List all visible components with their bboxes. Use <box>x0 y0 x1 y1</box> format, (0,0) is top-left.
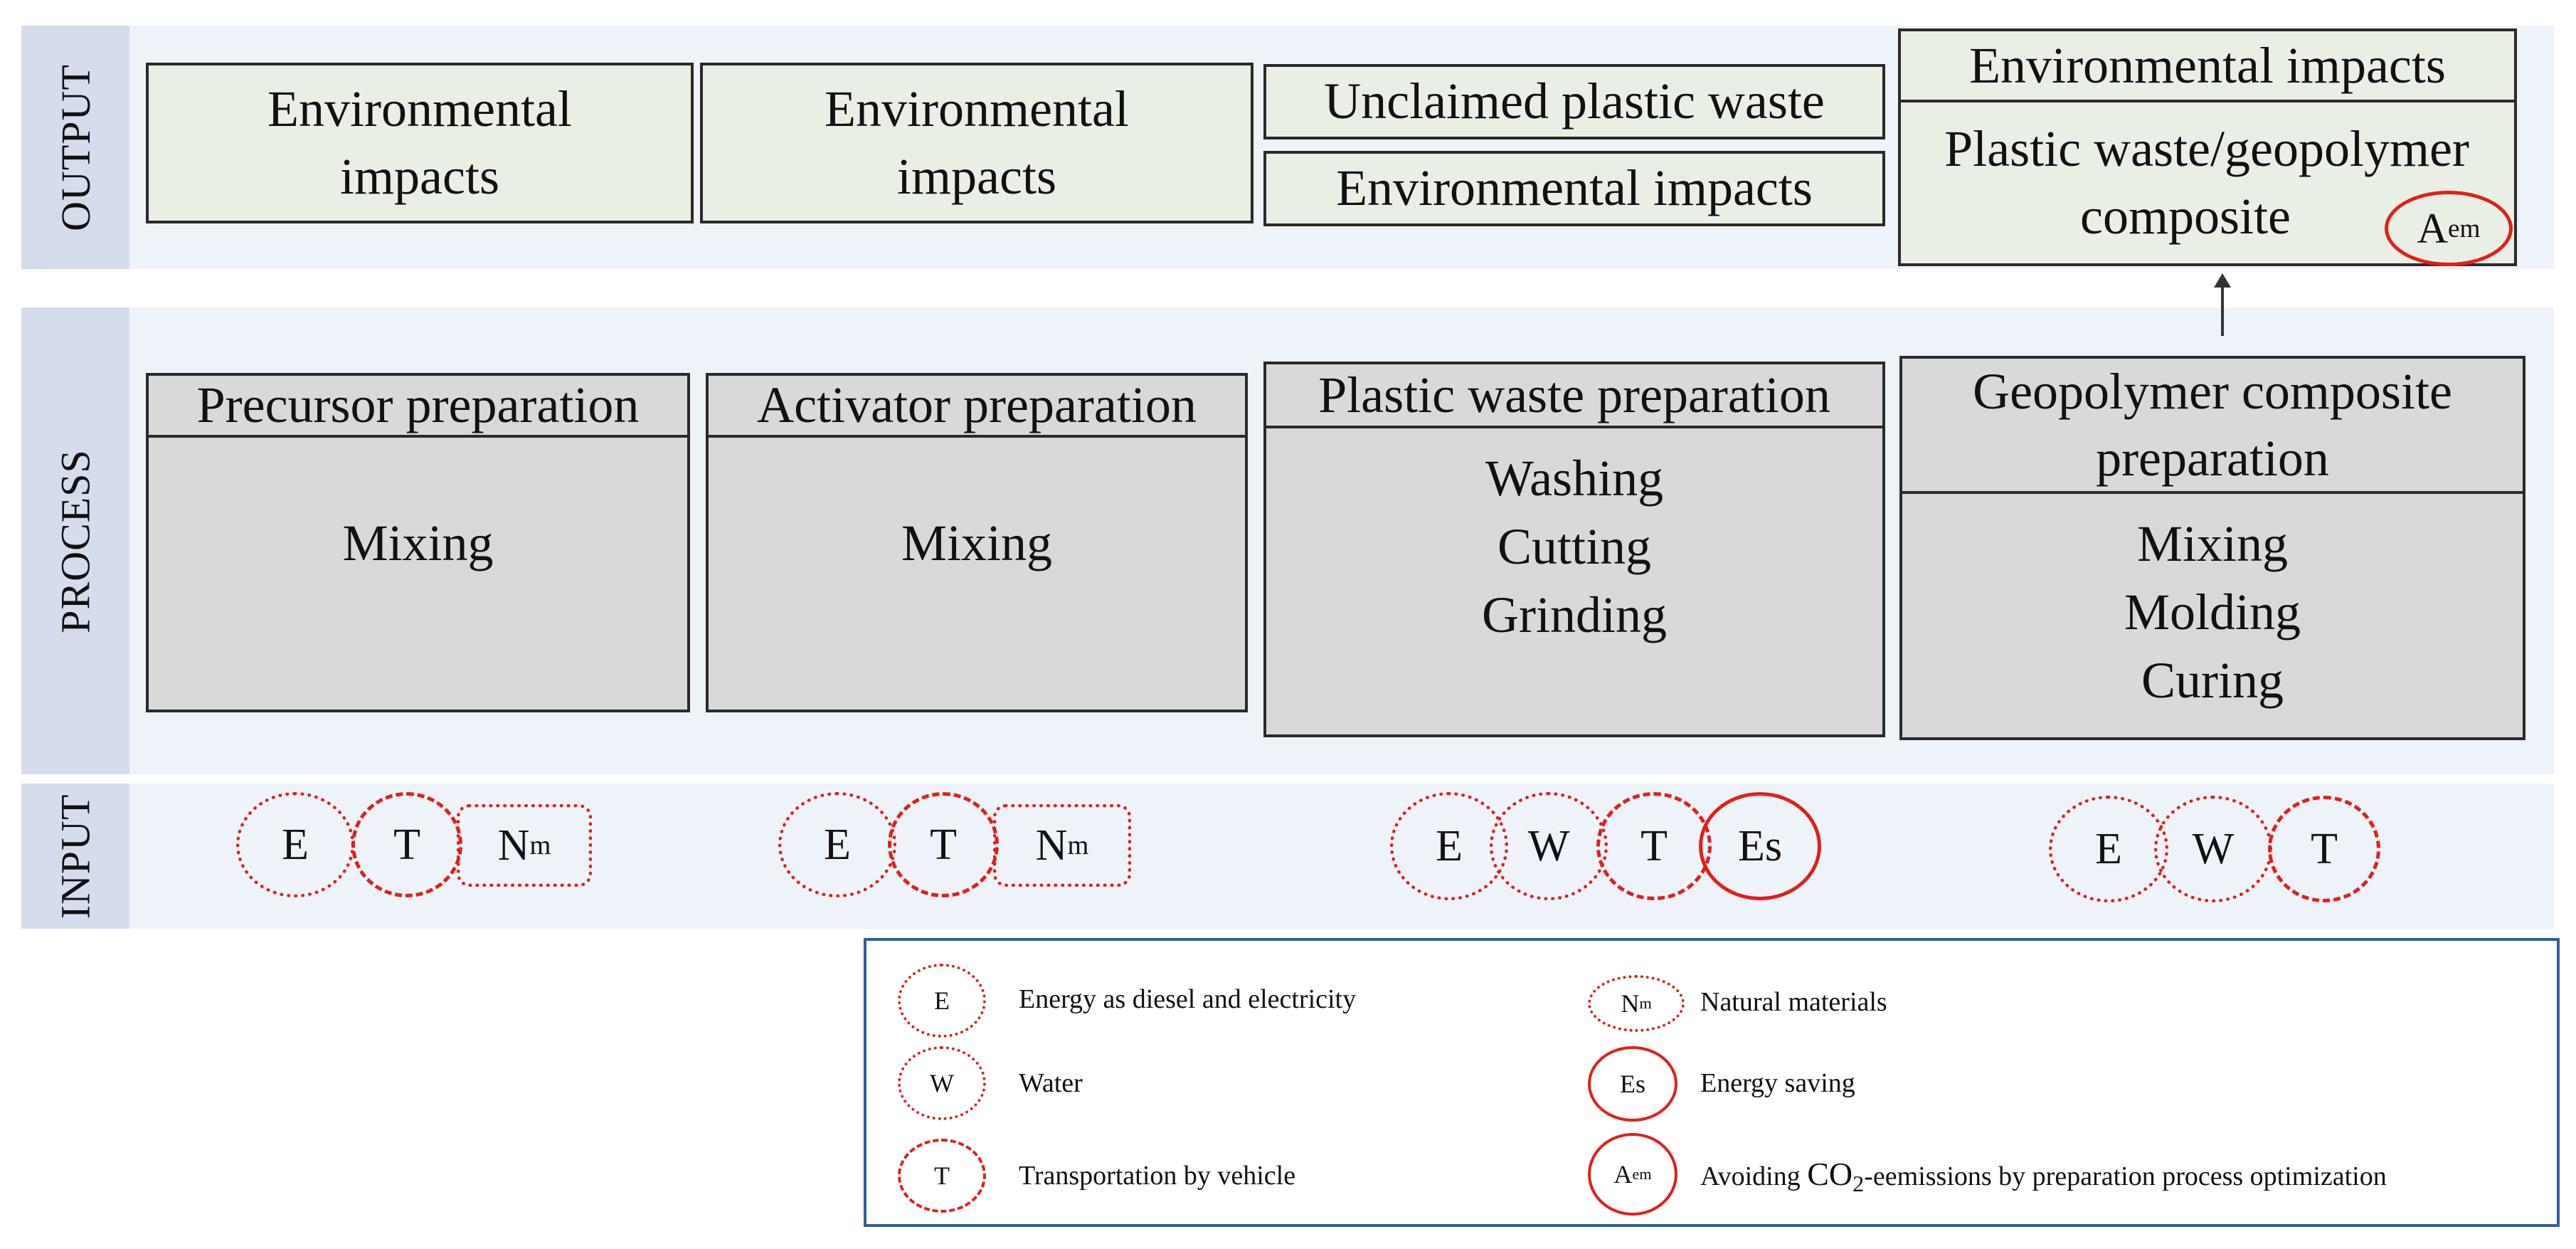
process-steps-plastic-waste: Washing Cutting Grinding <box>1263 426 1885 737</box>
process-title-composite: Geopolymer composite preparation <box>1899 356 2525 495</box>
output-text-line: Environmental <box>267 80 572 137</box>
input-water-symbol: W <box>2154 796 2272 902</box>
input-water-symbol: W <box>1490 792 1608 900</box>
process-step: Grinding <box>1482 586 1667 643</box>
legend-natural-materials-label: Natural materials <box>1700 987 1887 1017</box>
process-label-text: PROCESS <box>52 448 99 633</box>
process-step: Cutting <box>1497 518 1652 575</box>
process-step: Curing <box>2141 652 2284 709</box>
process-title-activator: Activator preparation <box>706 373 1248 438</box>
legend-energy-label: Energy as diesel and electricity <box>1019 984 1357 1014</box>
input-transport-symbol: T <box>888 792 999 897</box>
process-step: Washing <box>1485 450 1664 507</box>
input-transport-symbol: T <box>351 792 462 897</box>
output-box-composite-env-impacts: Environmental impacts <box>1898 28 2517 104</box>
legend-energy-symbol: E <box>898 964 986 1038</box>
process-title-precursor: Precursor preparation <box>146 373 690 438</box>
process-steps-composite: Mixing Molding Curing <box>1899 491 2525 740</box>
legend-energy-saving-label: Energy saving <box>1700 1068 1855 1098</box>
process-row-label: PROCESS <box>21 307 129 774</box>
output-row-label: OUTPUT <box>21 26 129 269</box>
legend-transport-label: Transportation by vehicle <box>1019 1161 1296 1191</box>
output-text-line: composite <box>2080 188 2291 245</box>
output-text-line: impacts <box>897 148 1056 205</box>
input-energy-symbol: E <box>2049 796 2168 902</box>
output-text: Environmental impacts <box>1969 37 2446 95</box>
legend-box: E Energy as diesel and electricity W Wat… <box>864 938 2560 1227</box>
process-step: Mixing <box>2136 515 2289 572</box>
output-text-line: Environmental <box>825 80 1129 137</box>
output-text-line: Plastic waste/geopolymer <box>1944 120 2469 177</box>
output-box-plastic-env-impacts: Environmental impacts <box>1263 151 1885 226</box>
input-transport-symbol: T <box>1596 792 1712 900</box>
legend-energy-saving-symbol: Es <box>1588 1046 1677 1122</box>
output-text-line: impacts <box>340 148 499 205</box>
output-label-text: OUTPUT <box>52 63 99 231</box>
input-energy-symbol: E <box>778 792 896 897</box>
process-step: Mixing <box>342 515 494 571</box>
process-steps-activator: Mixing <box>706 435 1248 712</box>
output-box-activator: Environmental impacts <box>700 63 1253 223</box>
input-energy-saving-symbol: Es <box>1699 792 1821 900</box>
up-arrow-icon <box>2214 273 2231 336</box>
process-title-plastic-waste: Plastic waste preparation <box>1263 362 1885 430</box>
input-transport-symbol: T <box>2268 796 2380 902</box>
process-step: Mixing <box>901 515 1053 571</box>
legend-water-symbol: W <box>898 1046 986 1120</box>
input-label-text: INPUT <box>52 794 99 919</box>
legend-avoiding-emissions-label: Avoiding CO2-eemissions by preparation p… <box>1700 1156 2387 1197</box>
output-box-unclaimed-waste: Unclaimed plastic waste <box>1263 64 1885 139</box>
legend-transport-symbol: T <box>898 1139 986 1213</box>
output-box-precursor: Environmental impacts <box>146 63 694 223</box>
output-text: Environmental impacts <box>1336 159 1813 217</box>
process-steps-precursor: Mixing <box>146 435 690 712</box>
input-row-label: INPUT <box>21 784 129 929</box>
input-energy-symbol: E <box>236 792 354 897</box>
process-step: Molding <box>2124 584 2301 641</box>
legend-water-label: Water <box>1019 1068 1083 1098</box>
output-text: Unclaimed plastic waste <box>1324 73 1825 130</box>
